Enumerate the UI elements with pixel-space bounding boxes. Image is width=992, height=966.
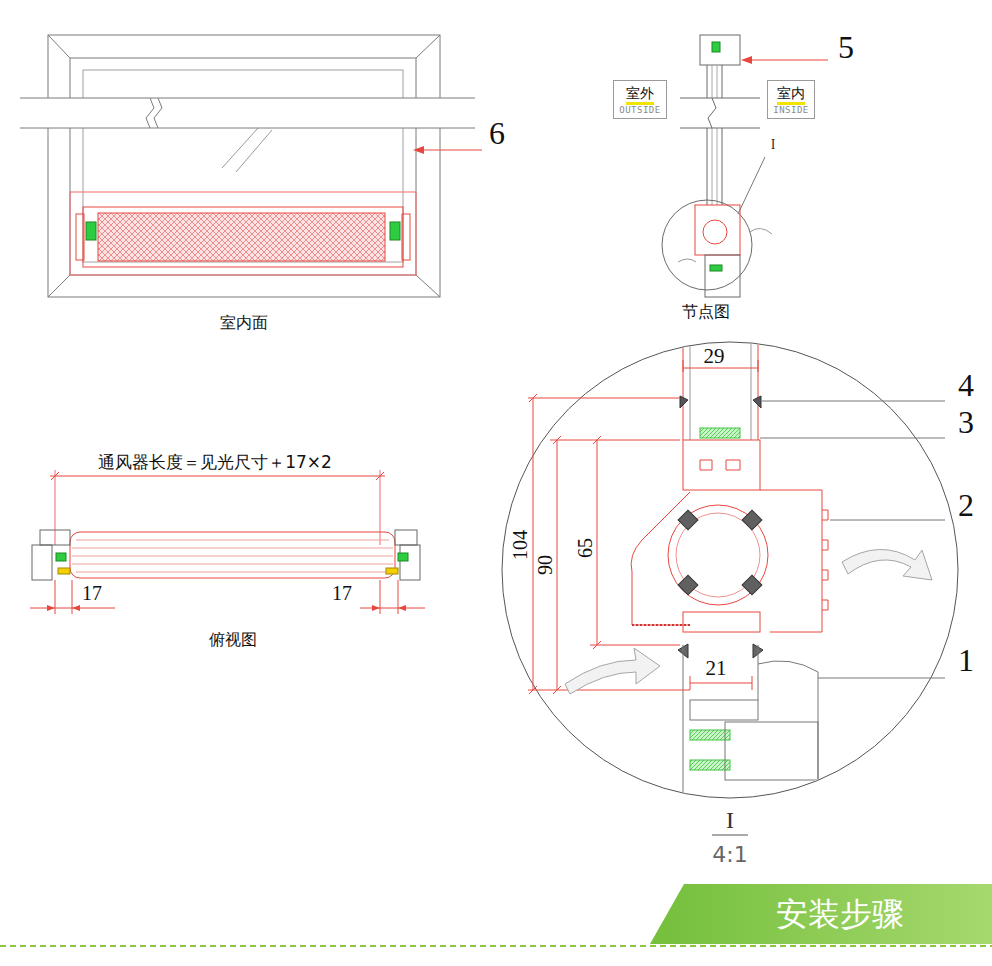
callout-leader: [741, 56, 828, 64]
section-banner: 安装步骤: [650, 884, 992, 944]
tag-text: 室内: [777, 85, 805, 105]
callout-number: 6: [488, 117, 506, 149]
detail-profile: [631, 340, 828, 800]
indoor-elevation: [20, 35, 475, 297]
airflow-arrows: [565, 549, 932, 694]
dimension-text: 90: [535, 554, 555, 576]
callout-number: 4: [957, 369, 975, 401]
top-view: [30, 470, 425, 614]
view-caption: 室内面: [219, 315, 269, 331]
view-caption: 俯视图: [208, 632, 258, 648]
tag-line: 室内: [773, 83, 809, 105]
leader-lines: [760, 401, 945, 678]
tag-text: 室外: [626, 85, 654, 105]
callout-number: 5: [837, 31, 855, 63]
dimension-text: 65: [575, 537, 595, 559]
dimension-lines: [528, 394, 690, 694]
tag-line: 室外: [619, 83, 661, 105]
dimension-text: 21: [705, 658, 728, 679]
callout-number: 3: [957, 406, 975, 438]
detail-marker: I: [770, 138, 777, 152]
inside-tag: 室内INSIDE: [767, 80, 815, 119]
detail-marker: I: [725, 808, 735, 832]
scale-rule: [712, 835, 748, 836]
callout-number: 2: [957, 489, 975, 521]
dimension-note: 通风器长度＝见光尺寸＋17×2: [97, 454, 333, 471]
dimension-text: 29: [703, 346, 726, 367]
outside-tag: 室外OUTSIDE: [613, 80, 667, 119]
dimension-text: 17: [331, 583, 353, 603]
dimension-text: 17: [81, 583, 103, 603]
detail-circle: [502, 342, 958, 798]
tag-subtext: INSIDE: [773, 105, 809, 116]
view-caption: 节点图: [681, 304, 731, 320]
callout-number: 1: [957, 644, 975, 676]
tag-subtext: OUTSIDE: [619, 105, 661, 116]
section-view: [662, 35, 772, 297]
banner-fill: [650, 884, 992, 944]
banner-text: 安装步骤: [776, 898, 904, 930]
scale-text: 4:1: [711, 844, 748, 866]
callout-leader: [413, 146, 482, 154]
dimension-text: 104: [510, 529, 530, 561]
dashed-rule: [0, 945, 992, 947]
